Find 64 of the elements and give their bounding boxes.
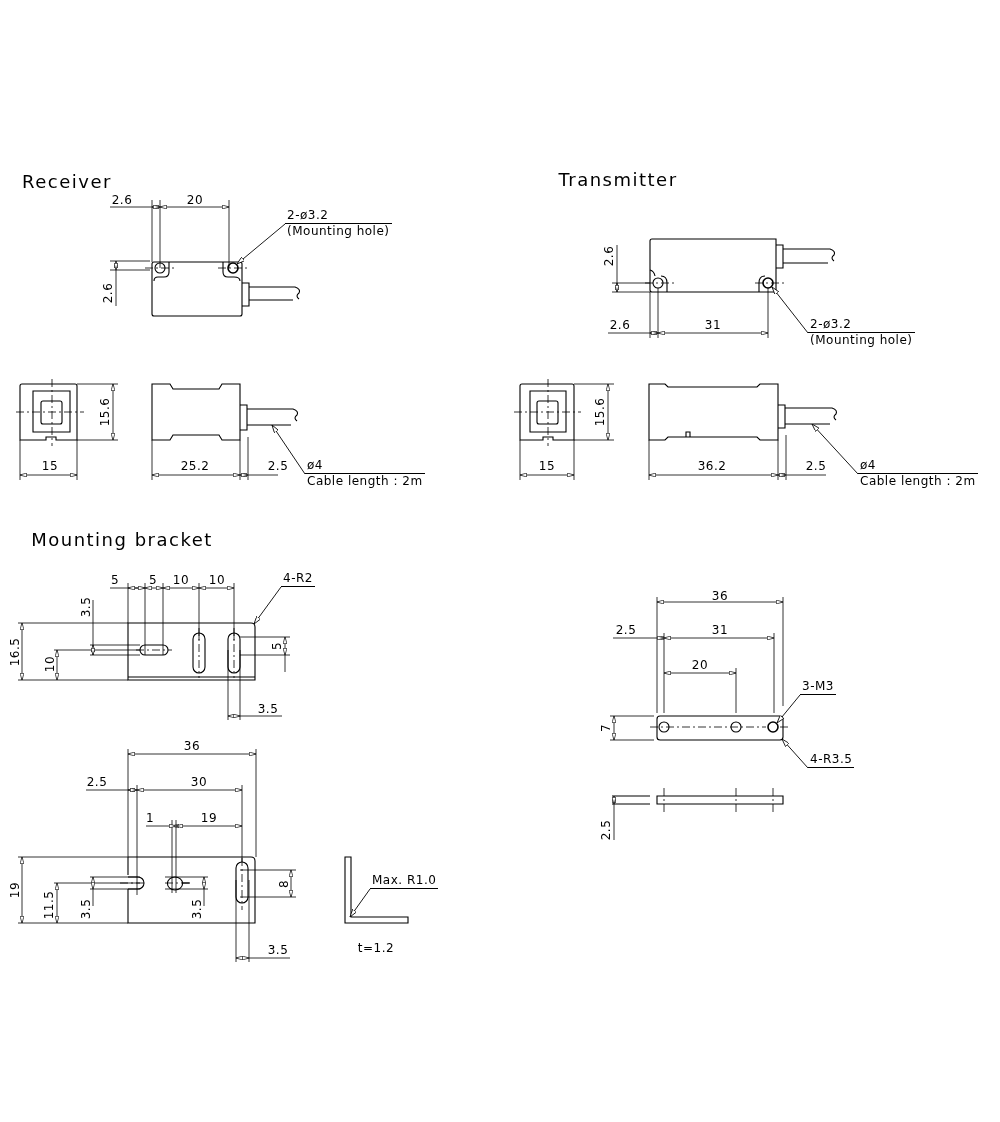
dimension-value: 2.5 xyxy=(267,460,289,472)
dimension-value: 19 xyxy=(9,881,21,899)
dimension-value: 2.6 xyxy=(603,245,615,267)
dimension-value: 15 xyxy=(41,460,59,472)
mounting-hole xyxy=(227,262,239,274)
dimension-value: 2.5 xyxy=(615,624,637,636)
callout-text: 2-ø3.2 xyxy=(285,208,392,224)
callout-text: 3-M3 xyxy=(800,679,836,695)
mounting-hole xyxy=(762,277,774,289)
receiver-cable-drawing xyxy=(239,404,299,431)
dimension-value: 19 xyxy=(200,812,218,824)
dimension-value: 5 xyxy=(148,574,158,586)
dimension-value: 7 xyxy=(600,723,612,733)
callout-note: Cable length : 2m xyxy=(859,474,977,489)
dimension-value: 15 xyxy=(538,460,556,472)
dimension-value: 3.5 xyxy=(80,596,92,618)
dimension-value: 11.5 xyxy=(43,890,55,920)
dimension-value: 1 xyxy=(145,812,155,824)
dimension-value: 15.6 xyxy=(594,397,606,427)
dimension-value: 3.5 xyxy=(80,898,92,920)
transmitter-cable-drawing xyxy=(777,404,838,429)
dimension-value: 31 xyxy=(711,624,729,636)
dimension-value: 10 xyxy=(172,574,190,586)
plate-top-view-drawing xyxy=(649,715,791,741)
dimension-value: t=1.2 xyxy=(357,942,395,954)
bracket-top-view-drawing xyxy=(127,622,256,681)
dimension-value: 3.5 xyxy=(257,703,279,715)
dimension-value: 36 xyxy=(711,590,729,602)
dimension-value: 10 xyxy=(44,655,56,673)
dimension-value: 25.2 xyxy=(180,460,210,472)
section-heading: Mounting bracket xyxy=(31,531,213,549)
dimension-value: 15.6 xyxy=(99,397,111,427)
section-heading: Transmitter xyxy=(558,171,678,189)
dimension-value: 10 xyxy=(208,574,226,586)
section-heading: Receiver xyxy=(22,173,112,191)
dimension-value: 2.5 xyxy=(86,776,108,788)
dimension-value: 31 xyxy=(704,319,722,331)
dimension-value: 2.6 xyxy=(609,319,631,331)
dimension-value: 36 xyxy=(183,740,201,752)
dimension-value: 20 xyxy=(691,659,709,671)
callout-note: (Mounting hole) xyxy=(286,224,391,239)
dimension-value: 16.5 xyxy=(9,637,21,667)
dimension-value: 2.6 xyxy=(111,194,133,206)
dimension-value: 2.5 xyxy=(805,460,827,472)
screw-hole xyxy=(767,721,779,733)
dimension-value: 2.6 xyxy=(102,282,114,304)
dimension-value: 20 xyxy=(186,194,204,206)
dimension-value: 36.2 xyxy=(697,460,727,472)
dimension-value: 8 xyxy=(278,879,290,889)
callout-text: ø4 xyxy=(305,458,425,474)
callout-text: ø4 xyxy=(858,458,978,474)
callout-note: Cable length : 2m xyxy=(306,474,424,489)
bracket-profile-drawing xyxy=(344,856,409,924)
dimension-value: 5 xyxy=(271,641,283,651)
dimension-value: 3.5 xyxy=(191,898,203,920)
callout-text: Max. R1.0 xyxy=(370,873,439,889)
dimension-value: 2.5 xyxy=(600,819,612,841)
callout-text: 2-ø3.2 xyxy=(808,317,915,333)
dimension-value: 3.5 xyxy=(267,944,289,956)
callout-text: 4-R2 xyxy=(281,571,315,587)
dimension-value: 30 xyxy=(190,776,208,788)
dimension-value: 5 xyxy=(110,574,120,586)
callout-note: (Mounting hole) xyxy=(809,333,914,348)
callout-text: 4-R3.5 xyxy=(808,752,855,768)
